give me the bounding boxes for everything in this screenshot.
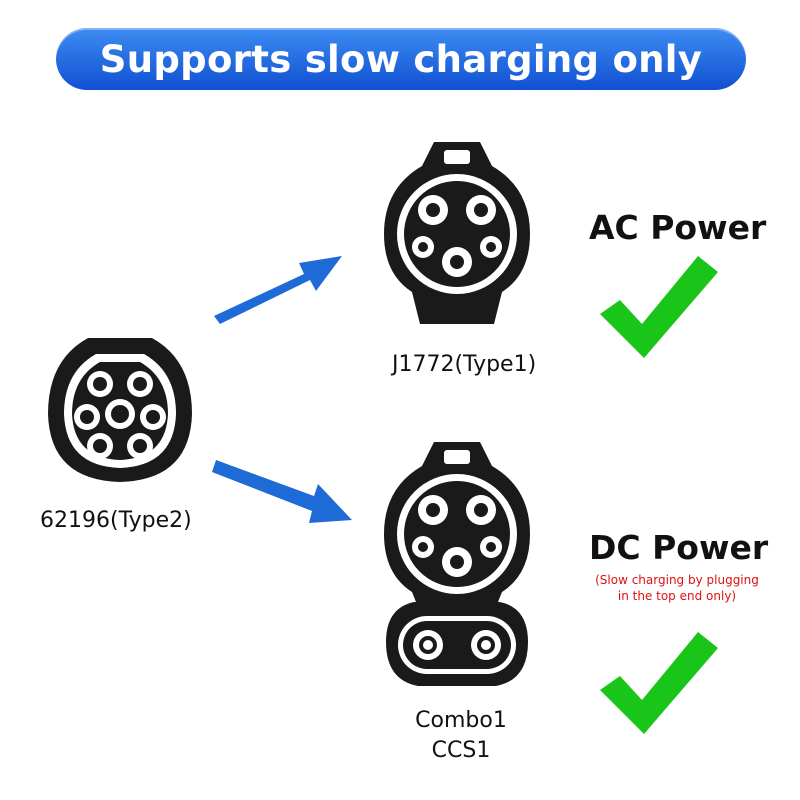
- checkmark-icon: [600, 632, 718, 734]
- type2-connector-icon: [48, 338, 192, 482]
- arrow-up-right-icon: [214, 256, 342, 324]
- combo1-label-line2: CCS1: [431, 738, 491, 763]
- combo1-label: Combo1 CCS1: [386, 706, 536, 766]
- arrow-down-right-icon: [212, 460, 352, 523]
- title-banner: Supports slow charging only: [56, 28, 746, 90]
- type2-label: 62196(Type2): [40, 508, 192, 533]
- dc-power-note: (Slow charging by plugging in the top en…: [567, 572, 787, 604]
- j1772-label: J1772(Type1): [392, 352, 537, 377]
- dc-power-label: DC Power: [589, 528, 769, 567]
- ac-power-label: AC Power: [589, 208, 767, 247]
- combo1-label-line1: Combo1: [415, 708, 507, 733]
- dc-note-line2: in the top end only): [617, 589, 737, 603]
- dc-note-line1: (Slow charging by plugging: [595, 573, 759, 587]
- banner-title: Supports slow charging only: [99, 37, 703, 81]
- combo1-connector-icon: [384, 442, 530, 686]
- j1772-connector-icon: [384, 142, 530, 324]
- checkmark-icon: [600, 256, 718, 358]
